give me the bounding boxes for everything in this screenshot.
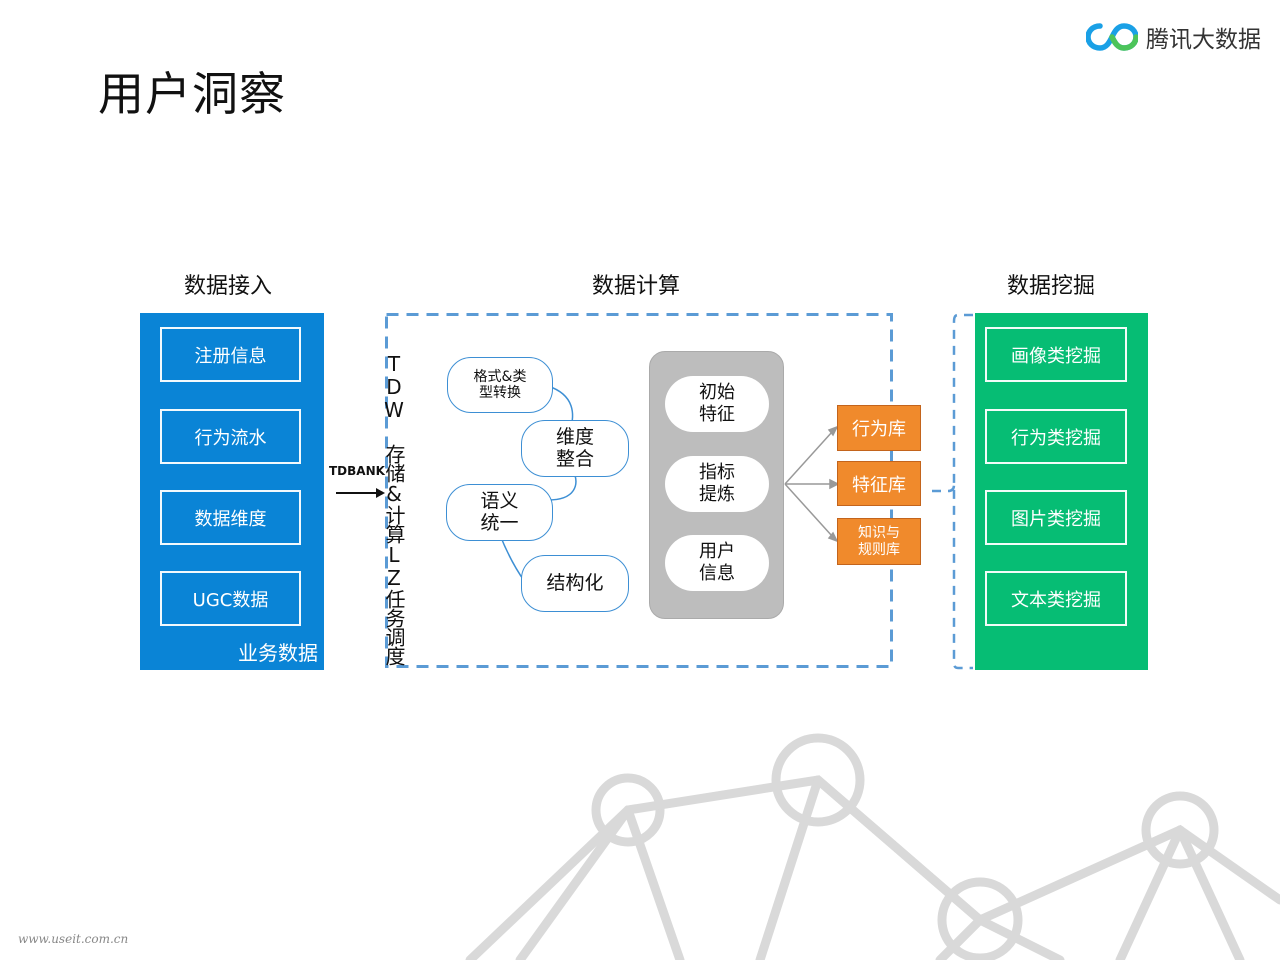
step-format-conversion: 格式&类 型转换 (447, 357, 553, 413)
mining-item: 行为类挖掘 (985, 409, 1127, 464)
feature-initial: 初始 特征 (665, 376, 769, 432)
store-behavior: 行为库 (837, 405, 921, 451)
mining-bracket (932, 313, 973, 670)
mining-item: 文本类挖掘 (985, 571, 1127, 626)
step-structuring: 结构化 (521, 555, 629, 612)
feature-user-info: 用户 信息 (665, 535, 769, 591)
tdbank-arrow (336, 488, 385, 498)
tdbank-label: TDBANK (329, 464, 385, 478)
business-data-item: 行为流水 (160, 409, 301, 464)
section-heading-mining: 数据挖掘 (1006, 274, 1095, 299)
store-arrows (784, 425, 840, 543)
data-mining-panel: 画像类挖掘 行为类挖掘 图片类挖掘 文本类挖掘 (975, 313, 1148, 670)
watermark: www.useit.com.cn (18, 932, 129, 946)
store-feature: 特征库 (837, 461, 921, 506)
section-heading-ingest: 数据接入 (183, 274, 272, 299)
business-data-footer: 业务数据 (238, 641, 318, 665)
step-semantic-unification: 语义 统一 (446, 484, 553, 541)
tdw-vertical-label: TDW 存储&计算LZ任务调度 (382, 352, 406, 665)
brand-logo: 腾讯大数据 (1086, 20, 1261, 54)
business-data-item: 注册信息 (160, 327, 301, 382)
store-knowledge-rules: 知识与 规则库 (837, 518, 921, 565)
business-data-item: 数据维度 (160, 490, 301, 545)
page-title: 用户洞察 (98, 67, 286, 121)
section-heading-compute: 数据计算 (591, 274, 680, 299)
infinity-logo-icon (1086, 23, 1138, 51)
brand-name: 腾讯大数据 (1146, 27, 1261, 53)
feature-indicator-extraction: 指标 提炼 (665, 456, 769, 512)
step-dimension-integration: 维度 整合 (521, 420, 629, 477)
mining-item: 图片类挖掘 (985, 490, 1127, 545)
business-data-panel: 注册信息 行为流水 数据维度 UGC数据 业务数据 (140, 313, 324, 670)
business-data-item: UGC数据 (160, 571, 301, 626)
mining-item: 画像类挖掘 (985, 327, 1127, 382)
